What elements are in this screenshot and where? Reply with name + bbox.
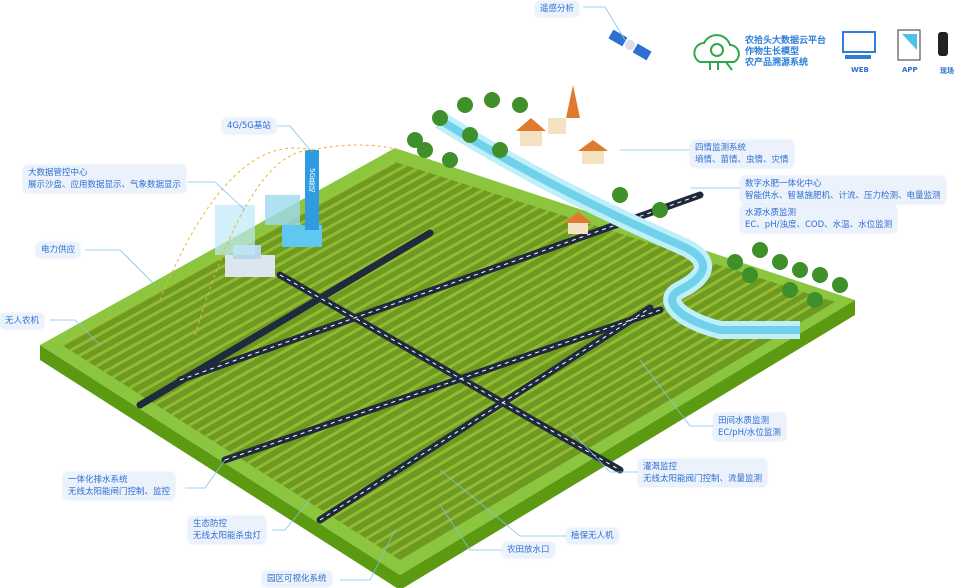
label-water-fertilizer: 数字水肥一体化中心 智能供水、智慧施肥机、计流、压力检测、电量监测: [740, 176, 946, 204]
tree: [417, 142, 433, 158]
tree: [782, 282, 798, 298]
terminal-onsite: 现场: [940, 67, 954, 75]
smartwatch-icon: [938, 32, 948, 56]
label-text: 农田放水口: [507, 545, 550, 555]
crop-row: [196, 216, 572, 433]
label-title: 灌溉监控: [643, 462, 678, 472]
crop-row: [238, 234, 627, 460]
label-bigdata-center: 大数据管控中心 展示沙盘、应用数据显示、气象数据显示: [23, 165, 187, 193]
tree: [792, 262, 808, 278]
label-title: 生态防控: [193, 519, 228, 529]
label-text: 园区可视化系统: [267, 574, 327, 584]
crop-row: [162, 202, 528, 411]
base-station-tower: 5G基站: [305, 150, 319, 230]
signal-arcs: [159, 144, 401, 336]
crop-row: [314, 265, 726, 508]
label-desc: 墒情、苗情、虫情、灾情: [695, 155, 789, 165]
leader-lines: [50, 6, 740, 581]
label-desc: 智能供水、智慧施肥机、计流、压力检测、电量监测: [745, 191, 941, 201]
svg-text:5G基站: 5G基站: [308, 168, 316, 193]
trees: [407, 92, 848, 308]
tree: [807, 292, 823, 308]
tree: [457, 97, 473, 113]
crop-row: [272, 248, 671, 481]
label-text: 电力供应: [41, 245, 76, 255]
terminal-app: APP: [902, 66, 918, 74]
crop-row: [390, 297, 825, 556]
crop-row: [264, 244, 660, 476]
tree: [832, 277, 848, 293]
label-text: 无人农机: [5, 316, 40, 326]
village-houses: [516, 85, 608, 234]
tree: [652, 202, 668, 218]
label-water-source: 水源水质监测 EC、pH/浊度、COD、水温、水位监测: [740, 205, 898, 233]
tree: [812, 267, 828, 283]
label-text: 4G/5G基站: [227, 121, 271, 131]
cloud-platform-text: 农拾头大数据云平台 作物生长模型 农产品溯源系统: [745, 36, 826, 69]
platform-line-traceability: 农产品溯源系统: [745, 58, 809, 68]
tree: [432, 110, 448, 126]
tree: [612, 187, 628, 203]
platform-line-bigdata: 农拾头大数据云平台: [745, 36, 827, 46]
tree: [442, 152, 458, 168]
label-remote-sensing: 遥感分析: [535, 1, 580, 17]
river-water: [437, 116, 800, 334]
label-desc: EC/pH/水位监测: [718, 428, 781, 438]
label-desc: 无线太阳能闸门控制、监控: [68, 487, 171, 497]
label-base-station: 4G/5G基站: [222, 118, 276, 134]
label-title: 大数据管控中心: [28, 168, 88, 178]
road-markings: [179, 194, 701, 521]
crop-row: [306, 262, 715, 503]
tree: [484, 92, 500, 108]
label-title: 田间水质监测: [718, 416, 770, 426]
label-visual-system: 园区可视化系统: [262, 571, 332, 587]
crop-row: [289, 255, 693, 492]
label-power: 电力供应: [36, 242, 81, 258]
label-title: 数字水肥一体化中心: [745, 179, 822, 189]
satellite-icon: [608, 29, 652, 61]
tree: [742, 267, 758, 283]
label-title: 水源水质监测: [745, 208, 797, 218]
label-desc: 无线太阳能阀门控制、流量监测: [643, 474, 763, 484]
crop-row: [188, 213, 561, 427]
label-drainage: 一体化排水系统 无线太阳能闸门控制、监控: [63, 472, 176, 500]
label-field-water: 田间水质监测 EC/pH/水位监测: [713, 413, 786, 441]
label-eco-control: 生态防控 无线太阳能杀虫灯: [188, 516, 267, 544]
label-four-conditions: 四情监测系统 墒情、苗情、虫情、灾情: [690, 140, 794, 168]
label-desc: 展示沙盘、应用数据显示、气象数据显示: [28, 180, 182, 190]
tree: [772, 254, 788, 270]
tree: [752, 242, 768, 258]
crop-row: [221, 227, 605, 449]
tree: [727, 254, 743, 270]
crop-row: [230, 230, 616, 454]
terminal-web: WEB: [851, 66, 869, 74]
label-title: 一体化排水系统: [68, 475, 128, 485]
label-title: 四情监测系统: [695, 143, 747, 153]
label-unmanned-machine: 无人农机: [0, 313, 45, 329]
platform-line-growth-model: 作物生长模型: [745, 47, 800, 57]
label-text: 植保无人机: [571, 531, 614, 541]
control-center-building: [215, 195, 322, 277]
crop-row: [255, 241, 649, 470]
label-drone: 植保无人机: [566, 528, 619, 544]
tree: [492, 142, 508, 158]
label-desc: EC、pH/浊度、COD、水温、水位监测: [745, 220, 893, 230]
cloud-brain-icon: [693, 34, 740, 71]
crop-row: [213, 223, 594, 444]
monitor-icon: [842, 31, 876, 59]
tree: [512, 97, 528, 113]
label-outlet: 农田放水口: [502, 542, 555, 558]
tablet-icon: [897, 29, 921, 61]
label-irrigation: 灌溉监控 无线太阳能阀门控制、流量监测: [638, 459, 768, 487]
crop-row: [297, 258, 704, 497]
tree: [462, 127, 478, 143]
crop-row: [247, 237, 638, 465]
label-text: 遥感分析: [540, 4, 575, 14]
tree: [407, 132, 423, 148]
label-desc: 无线太阳能杀虫灯: [193, 531, 262, 541]
crop-row: [171, 206, 539, 417]
